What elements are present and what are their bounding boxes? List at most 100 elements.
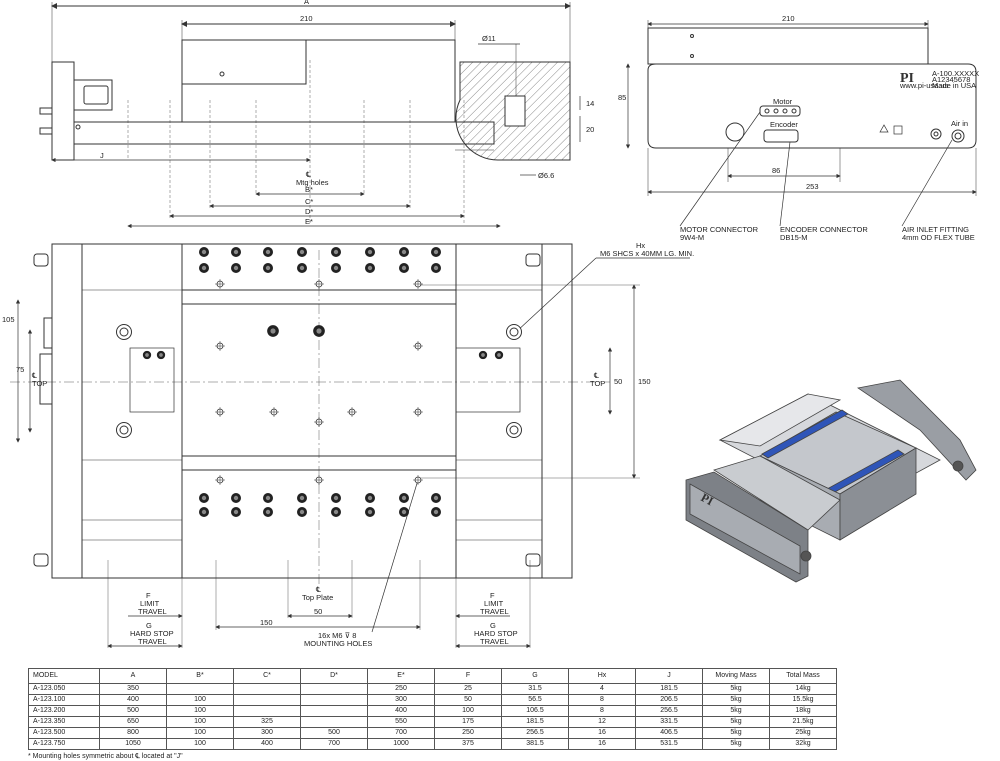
side-dim-d: D* xyxy=(305,207,313,216)
top-top-left: TOP xyxy=(32,379,47,388)
table-cell: 400 xyxy=(367,705,435,717)
table-cell: 14kg xyxy=(769,683,837,695)
top-plate-cl: ℄ xyxy=(315,585,322,594)
end-motor-connector-label: Motor xyxy=(773,97,793,106)
end-model-line3: www.pi-usa.us xyxy=(899,81,949,90)
side-dim-c: C* xyxy=(305,197,313,206)
table-cell: 300 xyxy=(367,694,435,706)
table-header: B* xyxy=(166,668,234,684)
table-cell xyxy=(300,716,368,728)
table-cell: 350 xyxy=(99,683,167,695)
table-cell: 50 xyxy=(434,694,502,706)
top-hardstop-right: HARD STOP xyxy=(474,629,518,638)
top-hardstop-left: HARD STOP xyxy=(130,629,174,638)
callout-encoder-line2: DB15-M xyxy=(780,233,808,242)
top-f-right: F xyxy=(490,591,495,600)
table-header: J xyxy=(635,668,703,684)
table-cell: 1050 xyxy=(99,738,167,750)
table-cell xyxy=(166,683,234,695)
table-cell: 100 xyxy=(166,738,234,750)
side-dim-e: E* xyxy=(305,217,313,226)
table-cell: 181.5 xyxy=(501,716,569,728)
table-cell: 700 xyxy=(300,738,368,750)
table-cell: 5kg xyxy=(702,738,770,750)
table-cell: 531.5 xyxy=(635,738,703,750)
specifications-table: MODEL A B* C* D* E* F G Hx J Moving Mass… xyxy=(28,668,837,750)
table-cell: 256.5 xyxy=(501,727,569,739)
top-hx: Hx xyxy=(636,241,645,250)
table-cell: 500 xyxy=(99,705,167,717)
top-view xyxy=(10,243,690,649)
table-cell xyxy=(233,683,301,695)
top-travel-right-2: TRAVEL xyxy=(480,637,509,646)
end-model-line2: A12345678 xyxy=(932,75,970,84)
side-mtg-holes: Mtg holes xyxy=(296,178,329,187)
top-plate-label: Top Plate xyxy=(302,593,333,602)
end-dim-210: 210 xyxy=(782,14,795,23)
table-cell: 8 xyxy=(568,694,636,706)
table-cell: 21.5kg xyxy=(769,716,837,728)
side-mtg-symbol: ℄ xyxy=(305,170,312,179)
table-header: D* xyxy=(300,668,368,684)
table-cell: A-123.100 xyxy=(28,694,100,706)
table-cell: 12 xyxy=(568,716,636,728)
end-air-label: Air in xyxy=(951,119,968,128)
table-cell: 550 xyxy=(367,716,435,728)
callout-air-line1: AIR INLET FITTING xyxy=(902,225,969,234)
top-dim-75: 75 xyxy=(16,365,24,374)
top-cl-right: ℄ xyxy=(593,371,600,380)
table-cell: 16 xyxy=(568,727,636,739)
table-cell: 650 xyxy=(99,716,167,728)
table-footnote: * Mounting holes symmetric about ℄ locat… xyxy=(28,753,183,760)
table-cell: 250 xyxy=(367,683,435,695)
side-dim-210: 210 xyxy=(300,14,313,23)
top-top-right: TOP xyxy=(590,379,605,388)
table-cell: 5kg xyxy=(702,694,770,706)
table-cell: 18kg xyxy=(769,705,837,717)
table-cell: 206.5 xyxy=(635,694,703,706)
table-header: MODEL xyxy=(28,668,100,684)
table-cell: 5kg xyxy=(702,683,770,695)
table-header: F xyxy=(434,668,502,684)
side-view xyxy=(39,2,581,229)
side-dim-phi11: Ø11 xyxy=(482,34,496,43)
table-header-row: MODEL A B* C* D* E* F G Hx J Moving Mass… xyxy=(28,668,837,684)
callout-motor-line1: MOTOR CONNECTOR xyxy=(680,225,759,234)
side-dim-a: A xyxy=(304,0,309,6)
table-cell: 4 xyxy=(568,683,636,695)
end-dim-86: 86 xyxy=(772,166,780,175)
top-g-left: G xyxy=(146,621,152,630)
table-cell: 300 xyxy=(233,727,301,739)
table-header: A xyxy=(99,668,167,684)
top-travel-left-2: TRAVEL xyxy=(138,637,167,646)
table-cell: 375 xyxy=(434,738,502,750)
side-dim-phi66: Ø6.6 xyxy=(538,171,554,180)
table-cell: 31.5 xyxy=(501,683,569,695)
side-dim-j: J xyxy=(100,151,104,160)
table-cell: 1000 xyxy=(367,738,435,750)
table-cell: 106.5 xyxy=(501,705,569,717)
callout-motor-line2: 9W4-M xyxy=(680,233,704,242)
table-cell: 256.5 xyxy=(635,705,703,717)
top-dim-50b: 50 xyxy=(314,607,322,616)
table-cell: 181.5 xyxy=(635,683,703,695)
end-brand-logo: PI xyxy=(900,71,914,86)
table-cell: 100 xyxy=(166,694,234,706)
table-header: Hx xyxy=(568,668,636,684)
table-header: Total Mass xyxy=(769,668,837,684)
table-cell: 5kg xyxy=(702,705,770,717)
table-cell xyxy=(233,694,301,706)
table-cell: 32kg xyxy=(769,738,837,750)
top-dim-150v: 150 xyxy=(638,377,651,386)
top-limit-left: LIMIT xyxy=(140,599,160,608)
engineering-drawing: A 210 Ø11 14 20 85 Ø6.6 J ℄ Mtg holes B*… xyxy=(2,0,979,649)
table-cell: 5kg xyxy=(702,716,770,728)
top-g-right: G xyxy=(490,621,496,630)
table-cell: 25 xyxy=(434,683,502,695)
table-cell: A-123.350 xyxy=(28,716,100,728)
